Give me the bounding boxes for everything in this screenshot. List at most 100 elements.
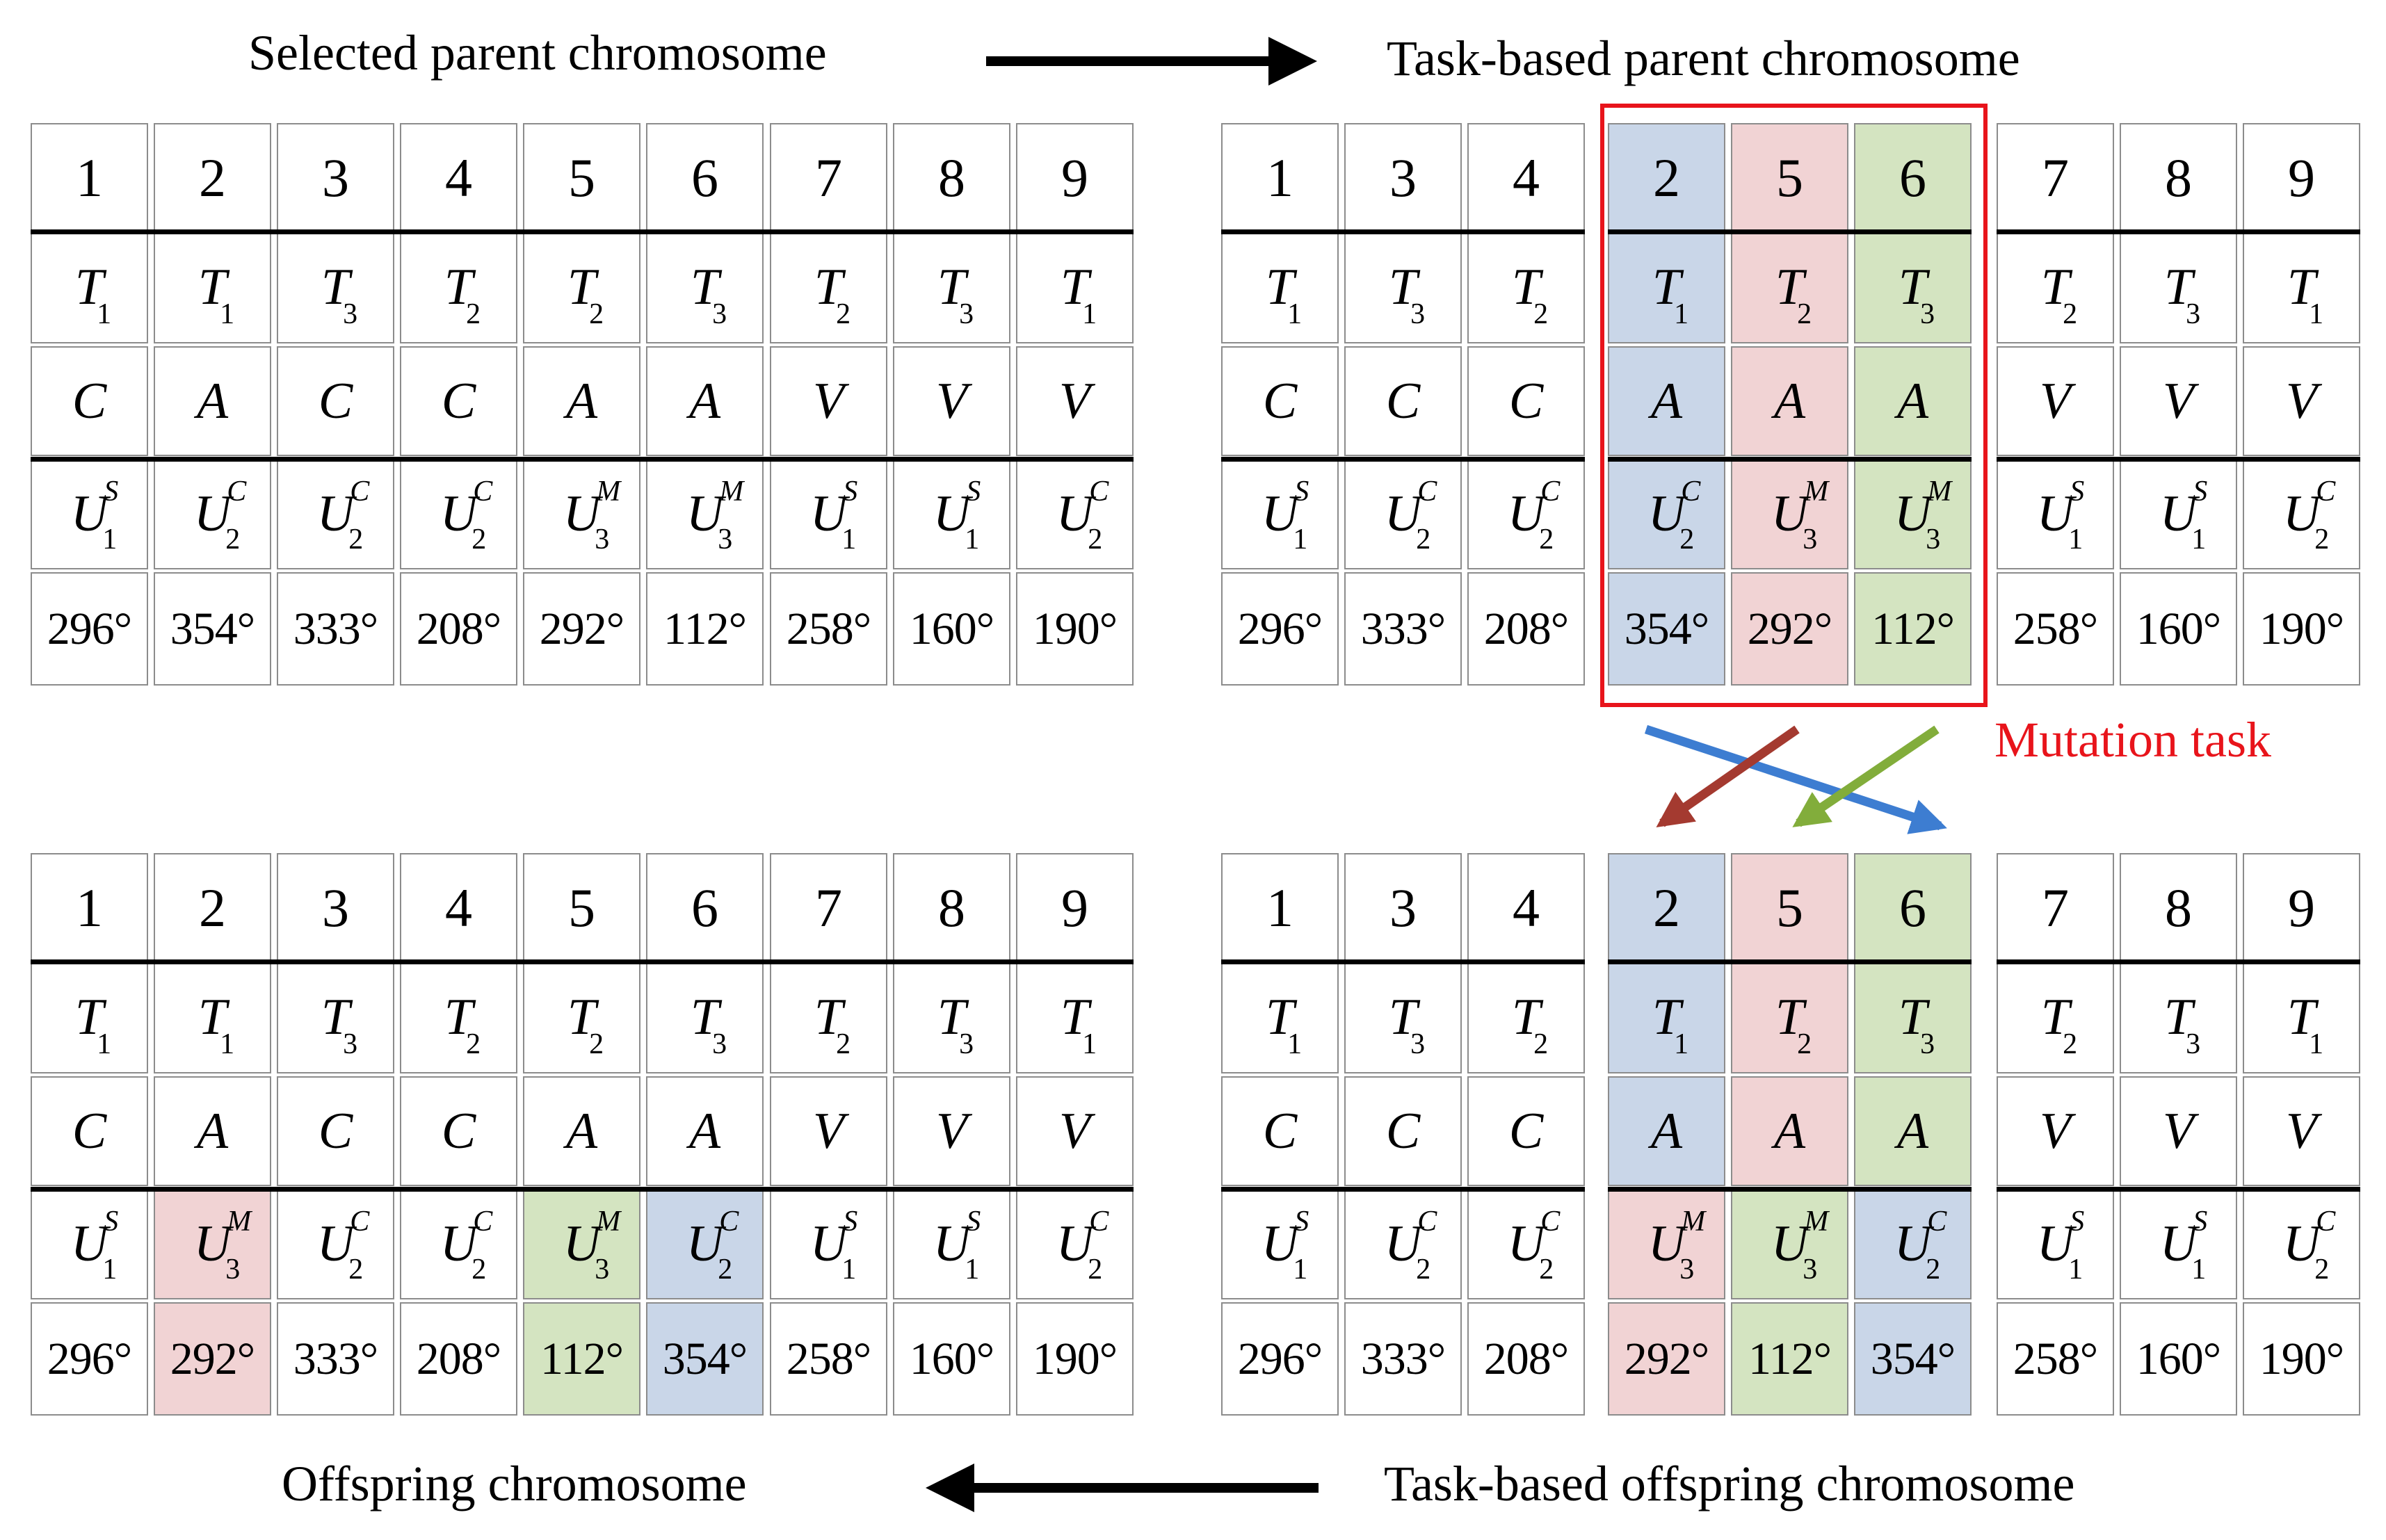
task-symbol-subscript: 3 bbox=[343, 1028, 358, 1060]
unit-symbol-superscript: M bbox=[596, 1206, 621, 1238]
unit-symbol-superscript: S bbox=[2193, 1206, 2208, 1238]
job-number: 3 bbox=[1389, 877, 1417, 938]
mode-cell: A bbox=[1731, 346, 1848, 456]
mode-letter: C bbox=[441, 1102, 476, 1160]
row-separator bbox=[1608, 457, 1972, 462]
mode-letter: A bbox=[565, 1102, 598, 1160]
angle-value: 160° bbox=[2136, 603, 2221, 654]
unit-symbol-superscript: C bbox=[1417, 476, 1437, 508]
angle-value: 258° bbox=[2013, 1333, 2098, 1384]
angle-value: 292° bbox=[170, 1333, 255, 1384]
job-number-cell: 5 bbox=[1731, 853, 1848, 962]
angle-cell: 258° bbox=[1997, 1302, 2114, 1416]
unit-symbol-superscript: C bbox=[227, 476, 247, 508]
mode-letter: A bbox=[565, 372, 598, 430]
mode-letter: A bbox=[1773, 1102, 1806, 1160]
unit-symbol-subscript: 1 bbox=[2191, 1254, 2207, 1286]
unit-symbol-subscript: 2 bbox=[471, 1254, 487, 1286]
angle-value: 258° bbox=[786, 1333, 871, 1384]
row-separator bbox=[31, 457, 1134, 462]
unit-symbol-superscript: C bbox=[473, 1206, 493, 1238]
job-number: 7 bbox=[815, 147, 842, 208]
job-number-cell: 2 bbox=[154, 853, 271, 962]
mode-cell: A bbox=[1854, 346, 1972, 456]
unit-symbol-subscript: 2 bbox=[1926, 1254, 1941, 1286]
mode-letter: V bbox=[2039, 372, 2072, 430]
angle-cell: 258° bbox=[770, 572, 887, 686]
angle-value: 292° bbox=[1624, 1333, 1709, 1384]
mode-cell: V bbox=[893, 346, 1010, 456]
row-separator bbox=[31, 229, 1134, 234]
angle-value: 160° bbox=[2136, 1333, 2221, 1384]
job-number-cell: 9 bbox=[1016, 123, 1134, 232]
job-number: 5 bbox=[1776, 877, 1803, 938]
angle-cell: 258° bbox=[770, 1302, 887, 1416]
unit-symbol-superscript: C bbox=[1089, 476, 1109, 508]
job-number-cell: 9 bbox=[2243, 123, 2360, 232]
job-number: 3 bbox=[322, 877, 349, 938]
angle-value: 354° bbox=[170, 603, 255, 654]
mode-cell: C bbox=[400, 346, 517, 456]
task-based-parent-label: Task-based parent chromosome bbox=[1387, 31, 2020, 86]
mode-letter: A bbox=[688, 1102, 721, 1160]
unit-symbol-subscript: 1 bbox=[102, 1254, 118, 1286]
task-symbol-subscript: 2 bbox=[1797, 298, 1812, 330]
task-symbol-subscript: 1 bbox=[1674, 298, 1689, 330]
unit-symbol-superscript: C bbox=[350, 476, 370, 508]
unit-symbol-subscript: 3 bbox=[1803, 1254, 1818, 1286]
angle-cell: 333° bbox=[1344, 1302, 1462, 1416]
task-symbol-subscript: 2 bbox=[2063, 298, 2078, 330]
task-symbol-subscript: 1 bbox=[1287, 298, 1303, 330]
unit-symbol-superscript: C bbox=[1540, 476, 1561, 508]
mode-letter: C bbox=[1385, 372, 1421, 430]
angle-value: 112° bbox=[1871, 603, 1955, 654]
mode-letter: V bbox=[935, 1102, 968, 1160]
job-number-cell: 1 bbox=[31, 123, 148, 232]
angle-cell: 292° bbox=[1608, 1302, 1725, 1416]
job-number-cell: 8 bbox=[893, 853, 1010, 962]
job-number: 1 bbox=[76, 877, 103, 938]
angle-cell: 160° bbox=[893, 1302, 1010, 1416]
unit-symbol-subscript: 3 bbox=[1803, 524, 1818, 556]
job-number-cell: 7 bbox=[770, 853, 887, 962]
angle-cell: 333° bbox=[1344, 572, 1462, 686]
job-number: 8 bbox=[938, 147, 965, 208]
unit-symbol-superscript: S bbox=[2070, 476, 2085, 508]
unit-symbol-superscript: M bbox=[227, 1206, 252, 1238]
angle-value: 190° bbox=[1032, 603, 1118, 654]
unit-symbol-subscript: 2 bbox=[2314, 524, 2330, 556]
